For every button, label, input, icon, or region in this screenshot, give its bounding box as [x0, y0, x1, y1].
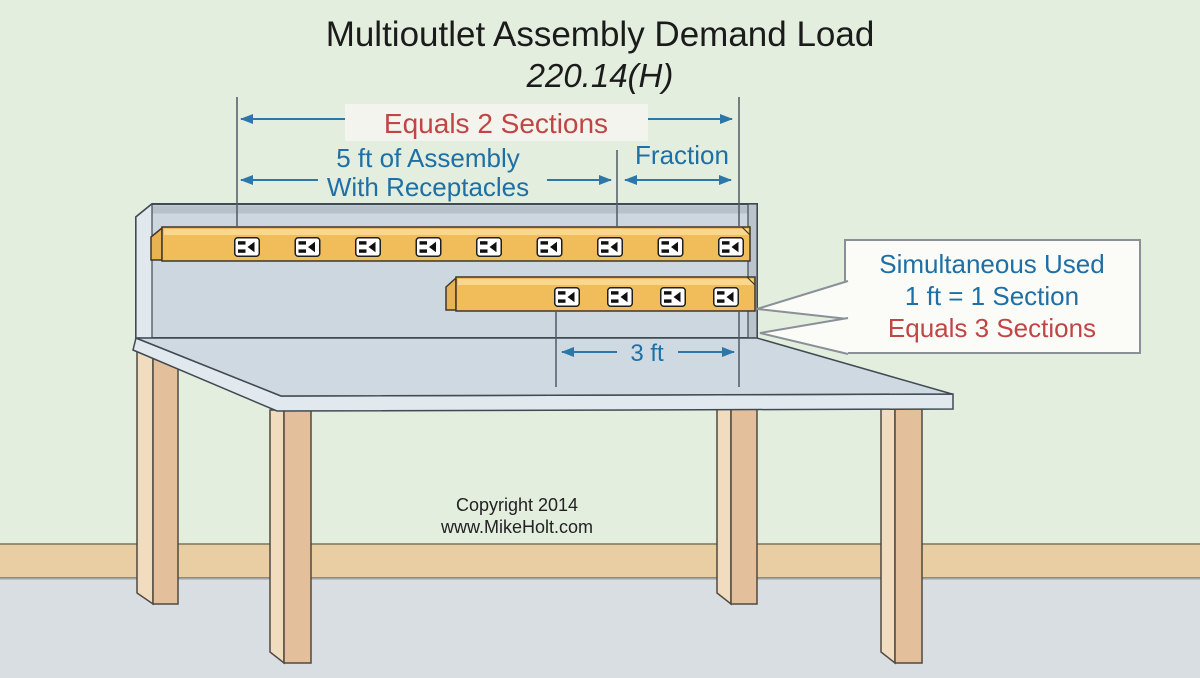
leg-back-left-side-face [152, 337, 179, 605]
multioutlet-assembly-bottom [445, 276, 756, 312]
receptacle-icon [536, 237, 563, 257]
leg-front-right-front-face [880, 406, 896, 665]
leg-back-left-front-face [136, 337, 154, 606]
equals-2-sections-label-box [345, 104, 648, 141]
callout-box [844, 239, 1141, 354]
backsplash-top-shade [152, 205, 748, 214]
callout-line2: 1 ft = 1 Section [905, 281, 1079, 311]
page-title: Multioutlet Assembly Demand Load [326, 15, 875, 54]
three-ft-label: 3 ft [630, 340, 664, 367]
receptacle-icon [415, 237, 442, 257]
receptacle-icon [554, 287, 580, 307]
five-ft-label-line1: 5 ft of Assembly [336, 143, 520, 173]
leg-front-left-side-face [283, 409, 312, 664]
callout-line3: Equals 3 Sections [888, 313, 1096, 343]
bottom-strip-bevel [746, 276, 756, 286]
leg-back-right-front-face [716, 406, 732, 606]
dimensions: Equals 2 Sections 5 ft of Assembly With … [236, 97, 740, 387]
receptacle-icon [597, 237, 623, 257]
tabletop [132, 336, 954, 412]
fraction-label: Fraction [635, 140, 729, 170]
code-reference: 220.14(H) [526, 57, 674, 94]
receptacle-icon [476, 237, 502, 257]
baseboard [0, 543, 1200, 579]
five-ft-label-line2: With Receptacles [327, 172, 529, 202]
website-line: www.MikeHolt.com [440, 517, 593, 537]
leg-front-left-front-face [269, 409, 285, 665]
multioutlet-assembly-top [150, 226, 751, 262]
callout-tail-upper [756, 280, 849, 320]
backsplash-left-edge [135, 202, 153, 339]
leg-back-right-side-face [730, 406, 758, 605]
leg-front-right-side-face [894, 406, 923, 664]
titles: Multioutlet Assembly Demand Load 220.14(… [326, 15, 875, 94]
backsplash-face [135, 203, 758, 339]
backsplash-panel [135, 202, 758, 339]
receptacle-icon [355, 237, 381, 257]
receptacle-icon [657, 237, 684, 257]
top-strip-receptacles [234, 237, 744, 257]
callout-bubble: Simultaneous Used 1 ft = 1 Section Equal… [756, 239, 1141, 355]
receptacle-icon [713, 287, 739, 307]
receptacle-icon [607, 287, 633, 307]
receptacle-icon [718, 237, 744, 257]
callout-tail-lower [759, 317, 849, 355]
equals-2-sections-label: Equals 2 Sections [384, 108, 608, 139]
top-strip-highlight [164, 229, 748, 235]
tabletop-surface [135, 337, 953, 397]
backsplash-right-edge [747, 203, 758, 339]
bottom-strip-highlight [458, 279, 753, 285]
top-strip-bevel [741, 226, 751, 236]
copyright-line: Copyright 2014 [456, 495, 578, 515]
receptacle-icon [660, 287, 686, 307]
footer: Copyright 2014 www.MikeHolt.com [440, 495, 593, 537]
receptacle-icon [234, 237, 260, 257]
receptacle-icon [294, 237, 321, 257]
callout-line1: Simultaneous Used [879, 249, 1104, 279]
floor [0, 578, 1200, 678]
